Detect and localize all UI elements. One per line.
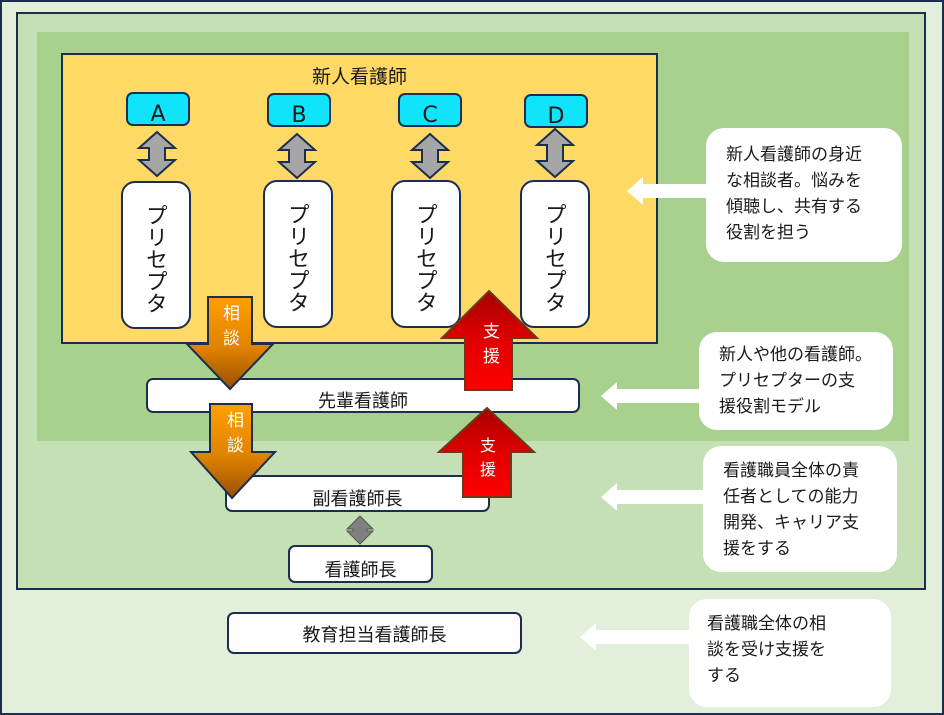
support-arrow-label: 支援 [479,322,499,372]
note-line: 傾聴し、共有する [726,197,862,217]
note-line: 新人や他の看護師。 [719,345,872,365]
preceptor-box: プリセプタ [263,180,333,328]
head-nurse-box: 看護師長 [288,545,433,583]
pointer-arrow-left-icon [601,483,706,511]
note-line: プリセプターの支 [719,371,855,391]
double-arrow-small-icon [345,515,375,545]
note-line: 看護職員全体の責 [723,461,859,481]
note-preceptor-role: 新人看護師の身近 な相談者。悩みを 傾聴し、共有する 役割を担う [706,128,902,262]
double-arrow-icon [136,130,178,178]
consult-arrow-down-icon [188,403,278,500]
double-arrow-icon [409,132,451,180]
note-line: 役割を担う [726,223,811,243]
double-arrow-icon [276,132,318,180]
newcomer-box-a: A [126,92,190,126]
pointer-arrow-left-icon [627,177,717,205]
preceptor-box: プリセプタ [520,180,590,328]
note-line: 談を受け支援を [707,640,826,660]
note-line: 援をする [723,539,791,559]
consult-arrow-label: 相談 [219,304,239,354]
pointer-arrow-left-icon [580,623,695,651]
note-education-head-role: 看護職全体の相 談を受け支援を する [689,599,891,707]
consult-arrow-down-icon [184,296,276,391]
new-nurse-group-title: 新人看護師 [311,66,407,88]
note-line: な相談者。悩みを [726,171,862,191]
newcomer-box-b: B [267,93,331,127]
note-line: 新人看護師の身近 [726,145,862,165]
note-line: 開発、キャリア支 [723,513,859,533]
note-deputy-head-role: 看護職員全体の責 任者としての能力 開発、キャリア支 援をする [703,446,897,572]
pointer-arrow-left-icon [601,382,706,410]
note-line: 援役割モデル [719,397,821,417]
preceptor-box: プリセプタ [391,180,461,328]
preceptor-box: プリセプタ [121,181,191,329]
note-line: 看護職全体の相 [707,614,826,634]
support-arrow-up-icon [436,406,537,498]
deputy-head-nurse-box: 副看護師長 [225,475,490,512]
newcomer-box-c: C [398,93,462,127]
note-line: する [707,666,741,686]
newcomer-box-d: D [524,94,588,128]
support-arrow-up-icon [439,289,540,391]
note-line: 任者としての能力 [723,487,859,507]
note-senior-nurse-role: 新人や他の看護師。 プリセプターの支 援役割モデル [699,332,893,430]
education-head-nurse-box: 教育担当看護師長 [227,612,522,654]
consult-arrow-label: 相談 [223,411,243,461]
support-arrow-label: 支援 [477,437,496,485]
double-arrow-icon [534,127,576,179]
